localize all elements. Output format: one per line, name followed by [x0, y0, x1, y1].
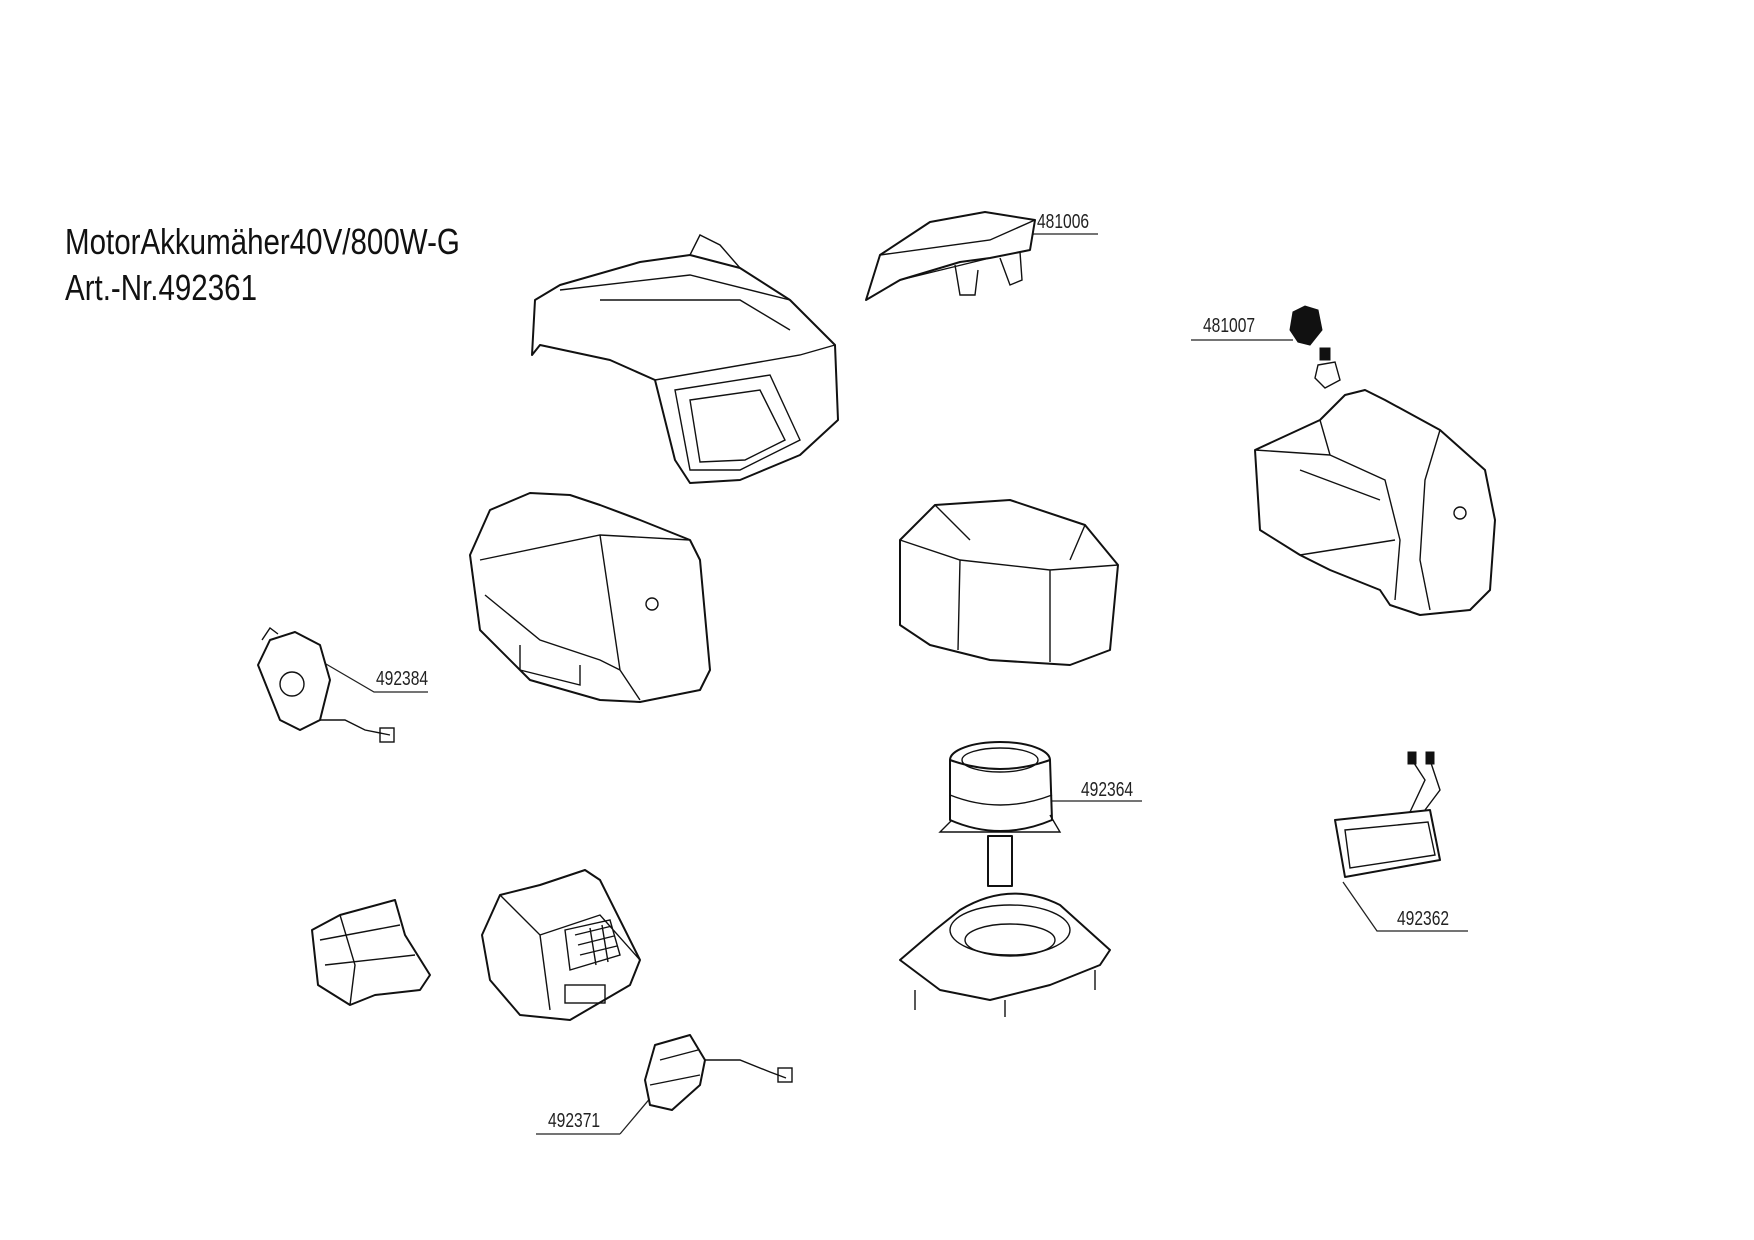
switch-part-492384 — [257, 626, 395, 743]
part-label-492364: 492364 — [1081, 779, 1134, 801]
part-label-492384: 492384 — [376, 668, 429, 690]
part-label-481006: 481006 — [1037, 211, 1090, 233]
motor-base-part — [899, 892, 1111, 1017]
leader-lines — [325, 233, 1468, 1135]
motor-part-492364 — [938, 741, 1062, 887]
motor-frame-part — [899, 499, 1119, 666]
switch-part-492371 — [644, 1034, 793, 1111]
clip-part — [311, 899, 431, 1006]
pcb-part-492362 — [1334, 751, 1441, 878]
battery-socket-part — [481, 869, 641, 1021]
right-housing-part — [1254, 389, 1496, 616]
handle-part-481006 — [865, 211, 1036, 301]
top-cover-part — [531, 234, 839, 484]
knob-part-481007 — [1289, 305, 1341, 389]
battery-cover-part — [469, 492, 711, 703]
part-label-481007: 481007 — [1203, 315, 1256, 337]
article-number: Art.-Nr.492361 — [65, 267, 257, 308]
part-label-492362: 492362 — [1397, 908, 1450, 930]
diagram-title: MotorAkkumäher40V/800W-G — [65, 221, 460, 262]
part-label-492371: 492371 — [548, 1110, 601, 1132]
